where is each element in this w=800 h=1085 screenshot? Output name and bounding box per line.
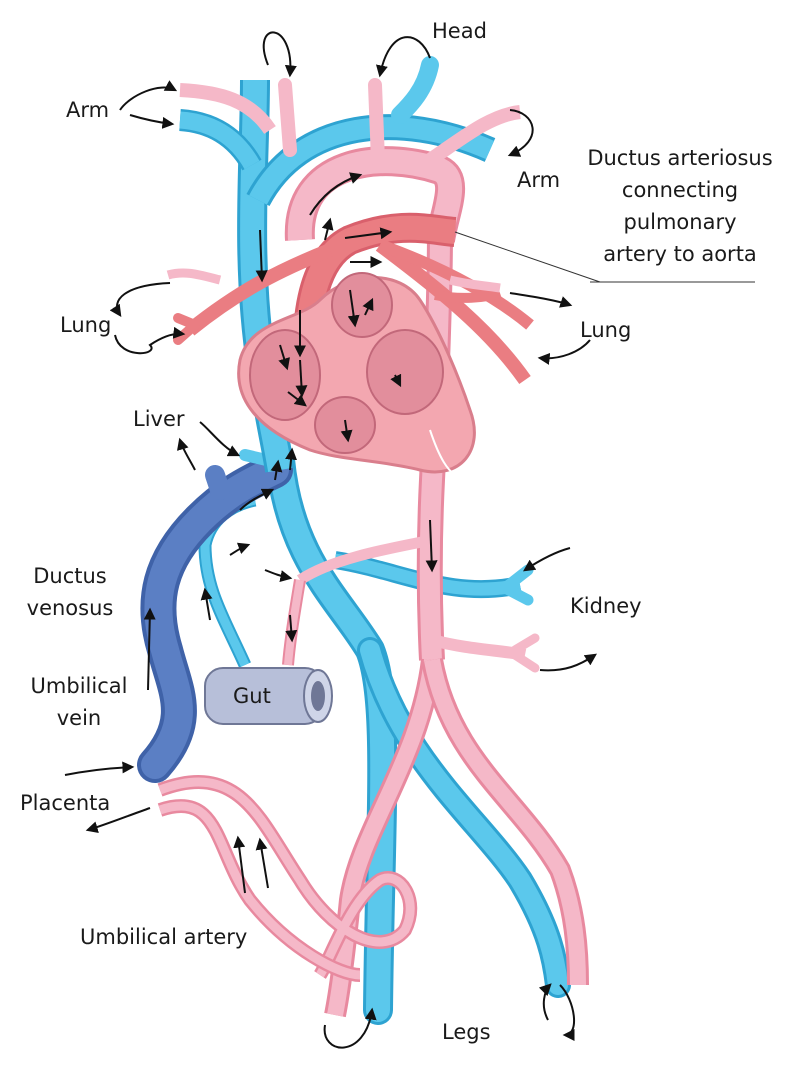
- label-umbilical-artery: Umbilical artery: [80, 925, 248, 949]
- label-lung-left: Lung: [60, 313, 112, 337]
- flow-arrows: [64, 31, 597, 1049]
- label-umbilical-vein: Umbilical vein: [30, 674, 128, 730]
- umbilical-arteries: [157, 775, 418, 982]
- label-lung-right: Lung: [580, 318, 632, 342]
- ductus-pointer-line: [454, 231, 601, 283]
- label-placenta: Placenta: [20, 791, 111, 815]
- label-arm-left: Arm: [66, 98, 110, 122]
- label-ductus-arteriosus: Ductus arteriosus connecting pulmonary a…: [587, 146, 773, 266]
- label-kidney: Kidney: [570, 594, 642, 618]
- label-ductus-venosus: Ductus venosus: [26, 564, 114, 620]
- descending-aorta: [296, 229, 589, 1018]
- mesenteric-artery: [282, 579, 306, 666]
- label-liver: Liver: [133, 407, 185, 431]
- umbilical-vein: [137, 452, 293, 783]
- label-gut: Gut: [233, 684, 271, 708]
- gut: [204, 667, 333, 725]
- label-head: Head: [432, 19, 487, 43]
- aortic-arch: [179, 78, 522, 243]
- label-legs: Legs: [442, 1020, 491, 1044]
- inferior-vena-cava: [265, 445, 571, 1025]
- label-arm-right: Arm: [517, 168, 561, 192]
